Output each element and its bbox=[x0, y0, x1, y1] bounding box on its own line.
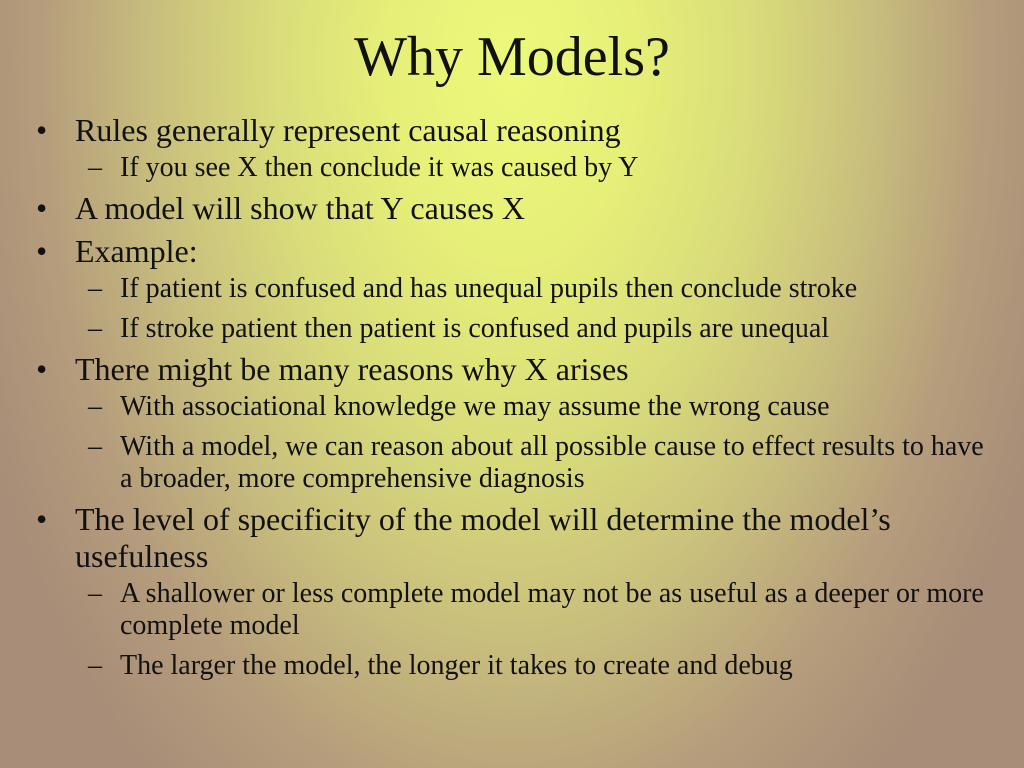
bullet-item: • The level of specificity of the model … bbox=[36, 501, 996, 682]
bullet-text: There might be many reasons why X arises bbox=[75, 351, 629, 387]
bullet-glyph: • bbox=[36, 501, 48, 537]
dash-glyph: – bbox=[88, 650, 102, 681]
sub-bullet-text: If you see X then conclude it was caused… bbox=[120, 152, 639, 183]
sub-bullet-item: – If stroke patient then patient is conf… bbox=[75, 313, 996, 345]
bullet-list: • Rules generally represent causal reaso… bbox=[36, 112, 996, 682]
dash-glyph: – bbox=[88, 578, 102, 609]
bullet-item: • A model will show that Y causes X bbox=[36, 190, 996, 227]
sub-list: – If patient is confused and has unequal… bbox=[75, 273, 996, 345]
sub-bullet-text: If stroke patient then patient is confus… bbox=[120, 313, 830, 344]
bullet-glyph: • bbox=[36, 112, 48, 148]
bullet-item: • Example: – If patient is confused and … bbox=[36, 233, 996, 345]
sub-bullet-item: – With associational knowledge we may as… bbox=[75, 391, 996, 423]
bullet-text: Rules generally represent causal reasoni… bbox=[75, 112, 621, 148]
bullet-glyph: • bbox=[36, 351, 48, 387]
sub-bullet-item: – If patient is confused and has unequal… bbox=[75, 273, 996, 305]
bullet-text: Example: bbox=[75, 233, 198, 269]
bullet-item: • There might be many reasons why X aris… bbox=[36, 351, 996, 495]
sub-bullet-text: With associational knowledge we may assu… bbox=[120, 391, 830, 422]
sub-list: – If you see X then conclude it was caus… bbox=[75, 152, 996, 184]
sub-bullet-item: – With a model, we can reason about all … bbox=[75, 431, 996, 495]
sub-bullet-text: With a model, we can reason about all po… bbox=[120, 431, 984, 494]
sub-bullet-text: The larger the model, the longer it take… bbox=[120, 650, 793, 681]
dash-glyph: – bbox=[88, 273, 102, 304]
dash-glyph: – bbox=[88, 313, 102, 344]
bullet-item: • Rules generally represent causal reaso… bbox=[36, 112, 996, 184]
bullet-glyph: • bbox=[36, 233, 48, 269]
bullet-text: A model will show that Y causes X bbox=[75, 190, 526, 226]
sub-bullet-item: – If you see X then conclude it was caus… bbox=[75, 152, 996, 184]
dash-glyph: – bbox=[88, 431, 102, 462]
dash-glyph: – bbox=[88, 152, 102, 183]
dash-glyph: – bbox=[88, 391, 102, 422]
sub-list: – With associational knowledge we may as… bbox=[75, 391, 996, 495]
sub-bullet-item: – A shallower or less complete model may… bbox=[75, 578, 996, 642]
sub-bullet-item: – The larger the model, the longer it ta… bbox=[75, 650, 996, 682]
bullet-glyph: • bbox=[36, 190, 48, 226]
sub-bullet-text: If patient is confused and has unequal p… bbox=[120, 273, 858, 304]
slide-title: Why Models? bbox=[354, 26, 670, 88]
bullet-text: The level of specificity of the model wi… bbox=[75, 501, 891, 574]
sub-bullet-text: A shallower or less complete model may n… bbox=[120, 578, 984, 641]
sub-list: – A shallower or less complete model may… bbox=[75, 578, 996, 682]
